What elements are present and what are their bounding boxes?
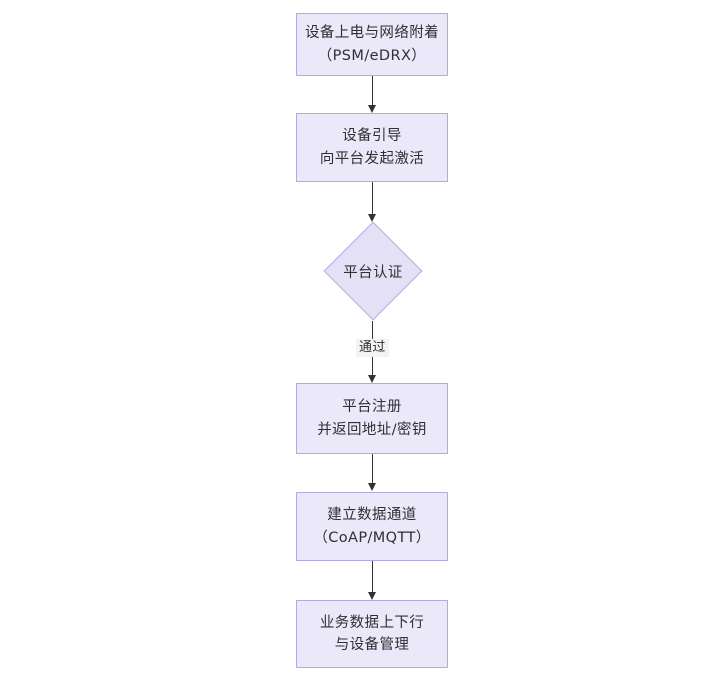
flow-edge-4-arrowhead bbox=[368, 483, 376, 491]
flow-node-line: 设备上电与网络附着 bbox=[304, 25, 440, 42]
flow-node-line: 与设备管理 bbox=[334, 637, 410, 653]
flow-edge-2-arrowhead bbox=[368, 214, 376, 222]
flow-node-line: 平台认证 bbox=[343, 264, 403, 281]
flow-edge-5 bbox=[372, 561, 373, 593]
flow-edge-3-label: 通过 bbox=[356, 339, 389, 357]
flow-node-line: 并返回地址/密钥 bbox=[317, 421, 427, 438]
flow-node-line: （PSM/eDRX） bbox=[317, 47, 427, 64]
flow-edge-1-arrowhead bbox=[368, 105, 376, 113]
flow-edge-3-arrowhead bbox=[368, 375, 376, 383]
flow-edge-4 bbox=[372, 454, 373, 484]
flow-node-line: 建立数据通道 bbox=[327, 507, 417, 524]
flow-edge-5-arrowhead bbox=[368, 592, 376, 600]
flow-edge-2 bbox=[372, 182, 373, 215]
flow-node-platform-auth[interactable]: 平台认证 bbox=[323, 221, 423, 321]
flow-node-line: 向平台发起激活 bbox=[319, 150, 425, 167]
flow-node-line: 业务数据上下行 bbox=[319, 614, 425, 631]
flow-edge-1 bbox=[372, 76, 373, 106]
flow-node-line: （CoAP/MQTT） bbox=[313, 529, 431, 546]
flow-node-device-bootstrap[interactable]: 设备引导 向平台发起激活 bbox=[296, 113, 448, 182]
flow-node-line: 平台注册 bbox=[342, 399, 402, 416]
flow-node-power-on[interactable]: 设备上电与网络附着 （PSM/eDRX） bbox=[296, 13, 448, 76]
flow-node-business-data[interactable]: 业务数据上下行 与设备管理 bbox=[296, 600, 448, 668]
flow-node-data-channel[interactable]: 建立数据通道 （CoAP/MQTT） bbox=[296, 492, 448, 561]
flow-node-platform-register[interactable]: 平台注册 并返回地址/密钥 bbox=[296, 383, 448, 454]
flow-node-line: 设备引导 bbox=[342, 128, 402, 145]
